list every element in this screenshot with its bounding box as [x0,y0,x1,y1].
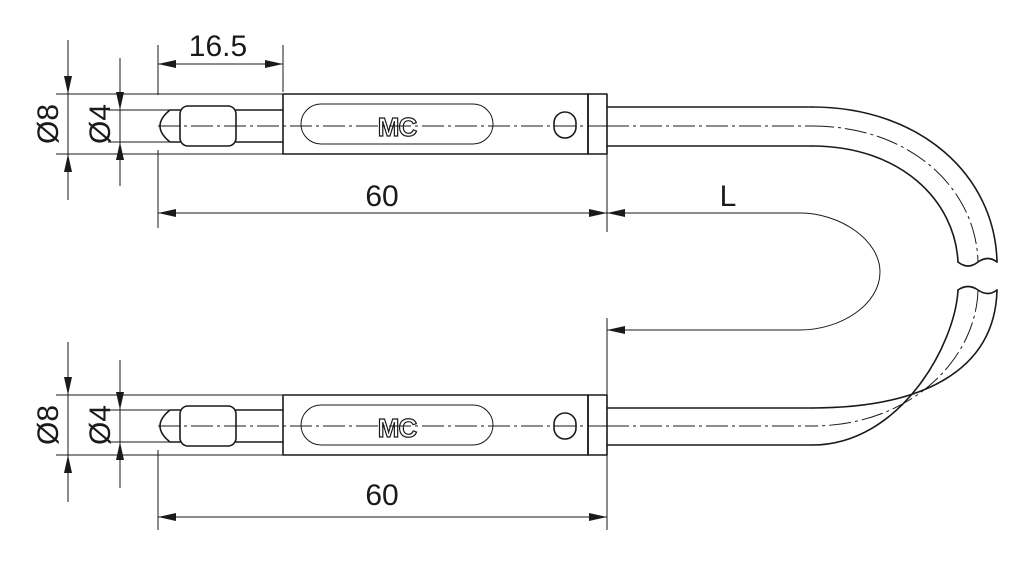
dimension-bottom-pin-diameter: Ø4 [84,360,180,488]
dim-label-top-pin-diameter: Ø4 [84,104,117,144]
dim-label-cable-length: L [720,180,737,213]
dimension-bottom-body-length: 60 [157,450,608,530]
dimension-top-outer-diameter: Ø8 [32,40,283,200]
top-plug: MC [158,93,608,155]
dimension-tip-length: 16.5 [157,30,284,95]
dimension-top-body-length: 60 [157,150,608,228]
bottom-plug-logo: MC [378,413,418,443]
bottom-plug: MC [158,394,608,456]
dim-label-tip-length: 16.5 [189,30,247,63]
dim-label-bottom-body-length: 60 [365,479,398,512]
cable [606,106,998,446]
dim-label-bottom-outer-diameter: Ø8 [32,405,65,445]
dimension-top-pin-diameter: Ø4 [84,58,180,186]
dim-label-top-body-length: 60 [365,180,398,213]
dim-label-bottom-pin-diameter: Ø4 [84,405,117,445]
dimension-bottom-outer-diameter: Ø8 [32,342,283,502]
top-plug-logo: MC [378,112,418,142]
dimension-cable-length: L [606,180,881,395]
dim-label-top-outer-diameter: Ø8 [32,104,65,144]
